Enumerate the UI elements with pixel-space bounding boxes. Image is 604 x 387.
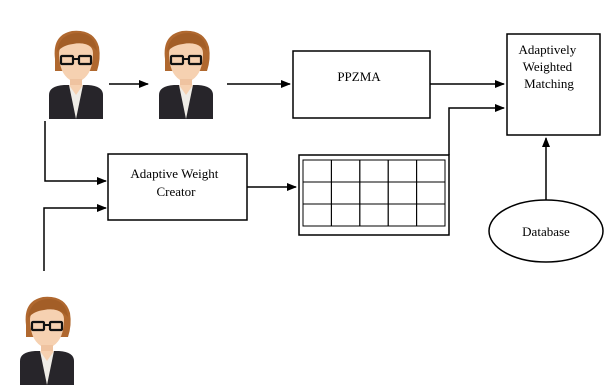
weight-creator-label: Adaptive Weight Creator [130, 166, 221, 199]
weight-table-cell [387, 203, 418, 227]
weight-table-cell [416, 159, 446, 183]
ppzma-label: PPZMA [337, 69, 381, 84]
weight-table-cell [359, 181, 389, 205]
weight-table-frame [298, 154, 450, 236]
weight-table-cell [330, 181, 361, 205]
weight-table-cell [387, 159, 418, 183]
weight-table-cell [387, 181, 418, 205]
weighted-matching-box [506, 33, 601, 136]
user-icon-3 [18, 295, 76, 387]
weight-creator-line-1: Adaptive Weight [130, 166, 218, 181]
weight-table-cell [359, 203, 389, 227]
arrow-table-to-matching [448, 104, 505, 155]
weighted-matching-line-2: Weighted [523, 59, 573, 74]
weight-table-cell [330, 203, 361, 227]
arrow-user1-to-creator [44, 121, 107, 185]
weighted-matching-line-1: Adaptively [518, 42, 576, 57]
weight-table-cell [359, 159, 389, 183]
weight-table-cell [302, 159, 332, 183]
weight-creator-line-2: Creator [157, 184, 197, 199]
weight-table-cell [416, 181, 446, 205]
weight-table-cell [302, 181, 332, 205]
weighted-matching-label: Adaptively Weighted Matching [518, 42, 579, 91]
arrow-user3-to-creator [43, 204, 107, 271]
weight-table-cell [416, 203, 446, 227]
user-icon-2 [157, 29, 215, 121]
database-label: Database [522, 224, 570, 239]
weight-table [298, 154, 450, 236]
weight-table-cells [302, 159, 446, 227]
weighted-matching-line-3: Matching [524, 76, 574, 91]
user-icon-1 [47, 29, 105, 121]
weight-table-cell [330, 159, 361, 183]
ppzma-box [292, 50, 431, 119]
weight-table-cell [302, 203, 332, 227]
